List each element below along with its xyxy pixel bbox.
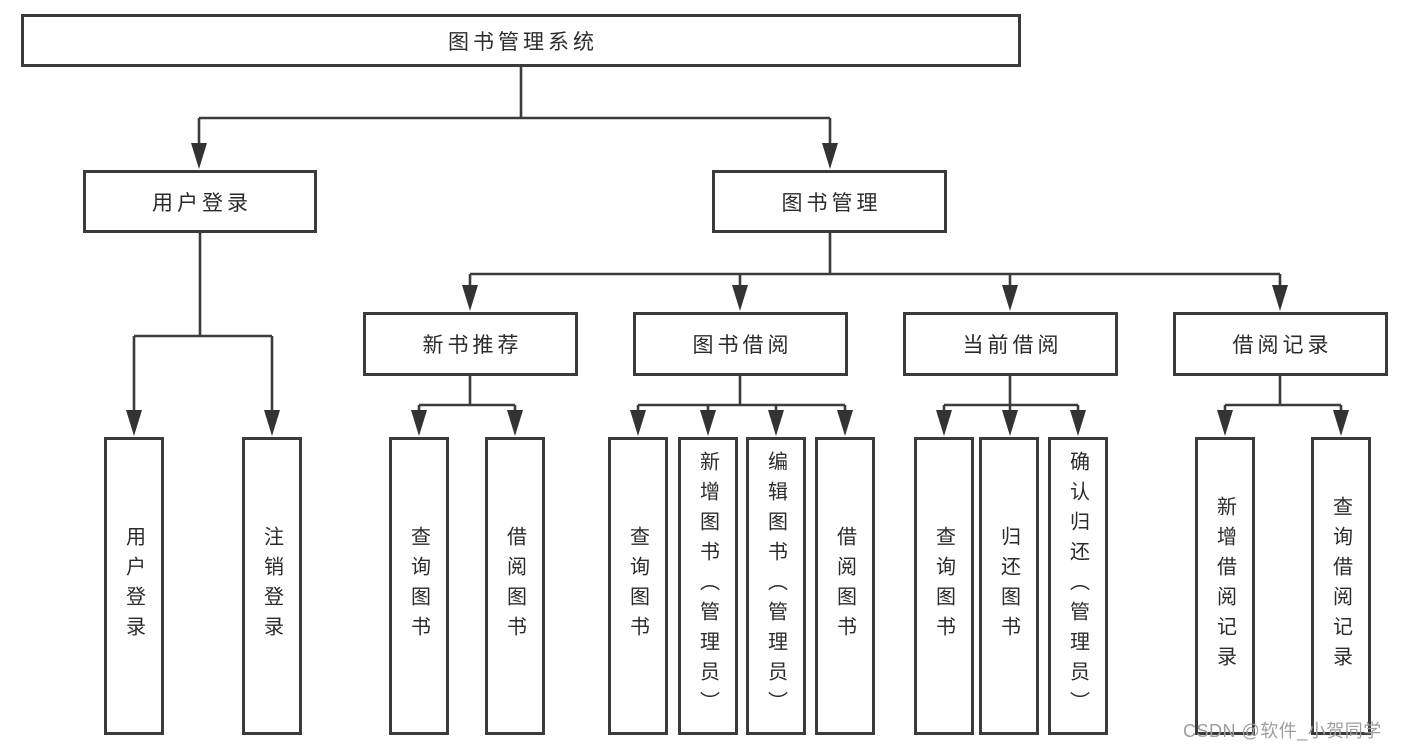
node-label: 新增图书（管理员） bbox=[696, 451, 719, 721]
connector-root-to-level2 bbox=[191, 67, 838, 169]
arrow-down-icon bbox=[191, 143, 207, 169]
connector-book-management-to-level3 bbox=[462, 233, 1288, 311]
csdn-watermark: CSDN @软件_小贺同学 bbox=[1183, 721, 1382, 741]
arrow-down-icon bbox=[1333, 410, 1349, 436]
node-label: 用户登录 bbox=[122, 526, 145, 646]
arrow-down-icon bbox=[700, 410, 716, 436]
node-book-management: 图书管理 bbox=[712, 170, 947, 233]
leaf-add-borrow-record: 新增借阅记录 bbox=[1195, 437, 1255, 735]
arrow-down-icon bbox=[630, 410, 646, 436]
node-label: 借阅图书 bbox=[503, 526, 526, 646]
node-current-borrowing: 当前借阅 bbox=[903, 312, 1118, 376]
arrow-down-icon bbox=[1002, 285, 1018, 311]
arrow-down-icon bbox=[462, 285, 478, 311]
node-label: 借阅记录 bbox=[1232, 334, 1333, 357]
node-label: 查询图书 bbox=[626, 526, 649, 646]
leaf-edit-books-admin: 编辑图书（管理员） bbox=[746, 437, 806, 735]
connector-book-borrowing-to-leaves bbox=[630, 376, 853, 436]
leaf-borrow-books-recommend: 借阅图书 bbox=[485, 437, 545, 735]
arrow-down-icon bbox=[1272, 285, 1288, 311]
leaf-return-books: 归还图书 bbox=[979, 437, 1039, 735]
leaf-logout: 注销登录 bbox=[242, 437, 302, 735]
arrow-down-icon bbox=[822, 143, 838, 169]
node-label: 新增借阅记录 bbox=[1213, 496, 1236, 676]
node-label: 当前借阅 bbox=[962, 334, 1063, 357]
node-label: 确认归还（管理员） bbox=[1066, 451, 1089, 721]
node-label: 归还图书 bbox=[997, 526, 1020, 646]
arrow-down-icon bbox=[768, 410, 784, 436]
arrow-down-icon bbox=[264, 410, 280, 436]
node-label: 图书管理系统 bbox=[448, 30, 598, 54]
leaf-query-books-recommend: 查询图书 bbox=[389, 437, 449, 735]
node-user-login: 用户登录 bbox=[83, 170, 317, 233]
node-label: 编辑图书（管理员） bbox=[764, 451, 787, 721]
leaf-query-books-borrowing: 查询图书 bbox=[608, 437, 668, 735]
arrow-down-icon bbox=[507, 410, 523, 436]
connector-new-book-recommendation-to-leaves bbox=[411, 376, 523, 436]
node-label: 查询图书 bbox=[407, 526, 430, 646]
node-label: 图书管理 bbox=[781, 191, 882, 215]
connector-borrowing-records-to-leaves bbox=[1217, 376, 1349, 436]
leaf-confirm-return-admin: 确认归还（管理员） bbox=[1048, 437, 1108, 735]
arrow-down-icon bbox=[126, 410, 142, 436]
node-label: 图书借阅 bbox=[692, 334, 793, 357]
leaf-add-books-admin: 新增图书（管理员） bbox=[678, 437, 738, 735]
node-label: 查询借阅记录 bbox=[1329, 496, 1352, 676]
arrow-down-icon bbox=[1070, 410, 1086, 436]
connector-user-login-to-leaves bbox=[126, 233, 280, 436]
arrow-down-icon bbox=[936, 410, 952, 436]
node-label: 借阅图书 bbox=[833, 526, 856, 646]
leaf-borrow-books: 借阅图书 bbox=[815, 437, 875, 735]
node-book-borrowing: 图书借阅 bbox=[633, 312, 848, 376]
arrow-down-icon bbox=[1002, 410, 1018, 436]
node-root-library-management-system: 图书管理系统 bbox=[21, 14, 1021, 67]
leaf-query-books-current: 查询图书 bbox=[914, 437, 974, 735]
arrow-down-icon bbox=[732, 285, 748, 311]
node-new-book-recommendation: 新书推荐 bbox=[363, 312, 578, 376]
node-borrowing-records: 借阅记录 bbox=[1173, 312, 1388, 376]
node-label: 查询图书 bbox=[932, 526, 955, 646]
node-label: 用户登录 bbox=[152, 191, 252, 215]
arrow-down-icon bbox=[837, 410, 853, 436]
leaf-query-borrow-record: 查询借阅记录 bbox=[1311, 437, 1371, 735]
leaf-user-login: 用户登录 bbox=[104, 437, 164, 735]
connector-current-borrowing-to-leaves bbox=[936, 376, 1086, 436]
arrow-down-icon bbox=[1217, 410, 1233, 436]
node-label: 注销登录 bbox=[260, 526, 283, 646]
arrow-down-icon bbox=[411, 410, 427, 436]
node-label: 新书推荐 bbox=[422, 334, 523, 357]
